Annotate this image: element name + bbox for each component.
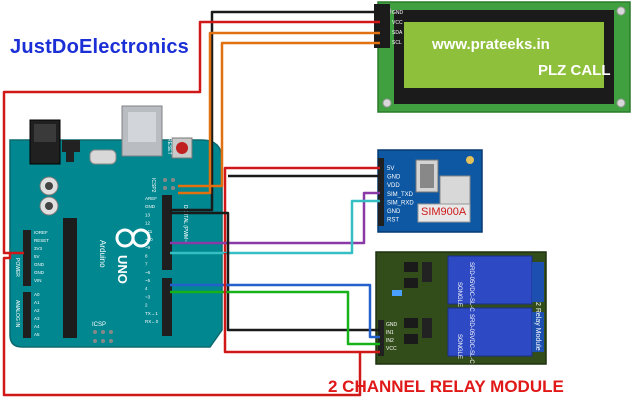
- pin-label: VIN: [34, 278, 42, 283]
- pin-label: 3V3: [34, 246, 43, 251]
- wire-gsm-5v: [223, 166, 380, 253]
- pin-label: GND: [387, 209, 401, 215]
- pin-label: 5V: [387, 166, 394, 172]
- pin-label: A0: [34, 292, 40, 297]
- pin-label: AREF: [145, 196, 157, 201]
- icsp2-label: ICSP2: [150, 178, 156, 193]
- pin-label: GND: [34, 262, 45, 267]
- pin-label: 12: [145, 221, 151, 226]
- wire-lcd-sda: [178, 31, 380, 195]
- lcd-module: GND VCC SDA SCL: [374, 1, 631, 113]
- pin-label: 4: [145, 286, 148, 291]
- pin-label: VDD: [387, 183, 400, 189]
- pin-label: VCC: [392, 20, 403, 26]
- relay-module: 2 Relay Module SONGLE SRD-05VDC-SL-C SON…: [375, 251, 547, 365]
- pin-label: SCL: [392, 40, 402, 46]
- pin-label: 13: [145, 212, 151, 217]
- relay-board-label: 2 Relay Module: [534, 302, 541, 351]
- pin-label: RX←0: [145, 319, 159, 324]
- icsp-label: ICSP: [92, 322, 106, 328]
- reset-label: RESET: [166, 138, 172, 155]
- gsm-chip: [439, 175, 471, 205]
- relay-1-brand: SONGLE: [456, 282, 462, 307]
- wire-relay-gnd: [170, 211, 380, 332]
- relay-1-model: SRD-05VDC-SL-C: [468, 262, 474, 312]
- power-header-label: POWER: [14, 258, 20, 277]
- wire-relay-in1: [170, 283, 380, 339]
- wire-relay-in2: [170, 290, 380, 346]
- pin-label: IOREF: [34, 230, 48, 235]
- digital-header-label: DIGITAL (PWM~): [182, 205, 188, 244]
- digital-header-lower: [162, 278, 172, 336]
- relay-2-model: SRD-05VDC-SL-C: [468, 314, 474, 364]
- pin-label: ~5: [145, 278, 151, 283]
- pin-label: GND: [34, 270, 45, 275]
- pin-label: ~10: [145, 237, 153, 242]
- pin-label: SDA: [392, 30, 403, 36]
- antenna-connector: [466, 156, 474, 164]
- pin-label: ~11: [145, 229, 153, 234]
- pin-label: 8: [145, 253, 148, 258]
- arduino-brand: Arduino: [98, 240, 107, 268]
- pin-label: SIM_TXD: [387, 192, 414, 198]
- pin-label: VCC: [386, 346, 397, 352]
- wire-gsm-rxd: [170, 199, 380, 255]
- pin-label: IN2: [386, 338, 394, 344]
- terminal-1: [532, 262, 544, 302]
- relay-2-brand: SONGLE: [456, 334, 462, 359]
- wire-lcd-vcc: [2, 20, 380, 255]
- pin-label: SIM_RXD: [387, 200, 414, 206]
- pin-label: IN1: [386, 330, 394, 336]
- pin-label: GND: [392, 10, 404, 16]
- brand-title: JustDoElectronics: [10, 36, 190, 58]
- relay-2: [447, 307, 533, 357]
- pin-label: ~3: [145, 294, 151, 299]
- gsm-header: [378, 158, 384, 226]
- pin-label: A3: [34, 316, 40, 321]
- analog-header: [23, 292, 31, 338]
- wire-gsm-txd: [170, 191, 380, 245]
- pin-label: RST: [387, 218, 399, 224]
- analog-header-label: ANALOG IN: [14, 300, 20, 328]
- arduino-logo: [115, 228, 151, 248]
- terminal-2: [532, 312, 544, 352]
- pin-label: RESET: [34, 238, 49, 243]
- wires: [2, 10, 380, 397]
- pin-label: A5: [34, 332, 40, 337]
- lcd-text-line1: www.prateeks.in: [432, 36, 550, 53]
- pin-label: 2: [145, 303, 148, 308]
- pin-label: A1: [34, 300, 40, 305]
- gsm-module-label: SIM900A: [421, 206, 467, 218]
- wire-lcd-scl: [178, 41, 380, 188]
- wire-lcd-gnd: [170, 10, 380, 212]
- relay-header: [378, 320, 384, 356]
- reset-button-cap: [176, 142, 188, 154]
- lcd-screen: [404, 22, 604, 88]
- pin-label: GND: [386, 322, 398, 328]
- pin-label: GND: [145, 204, 156, 209]
- pin-label: A4: [34, 324, 40, 329]
- pin-label: TX→1: [145, 311, 158, 316]
- pin-label: A2: [34, 308, 40, 313]
- relay-module-title: 2 CHANNEL RELAY MODULE: [328, 377, 564, 396]
- pin-label: 5V: [34, 254, 40, 259]
- digital-header-upper: [162, 195, 172, 270]
- pin-label: 7: [145, 262, 148, 267]
- lcd-text-line2: PLZ CALL: [538, 62, 611, 79]
- uno-label: UNO: [115, 255, 130, 284]
- gsm-module: 5V GND VDD SIM_TXD SIM_RXD GND RST: [377, 149, 483, 233]
- pin-label: GND: [387, 175, 401, 181]
- atmega-chip: [63, 218, 77, 338]
- relay-1: [447, 255, 533, 305]
- power-header: [23, 230, 31, 286]
- lcd-i2c-header: [374, 4, 390, 48]
- pin-label: ~9: [145, 245, 151, 250]
- wire-vcc-bus: [223, 253, 360, 354]
- arduino-uno-board: UNO Arduino ICSP ICSP2 RESET POWER ANALO…: [9, 105, 223, 348]
- pin-label: ~6: [145, 270, 151, 275]
